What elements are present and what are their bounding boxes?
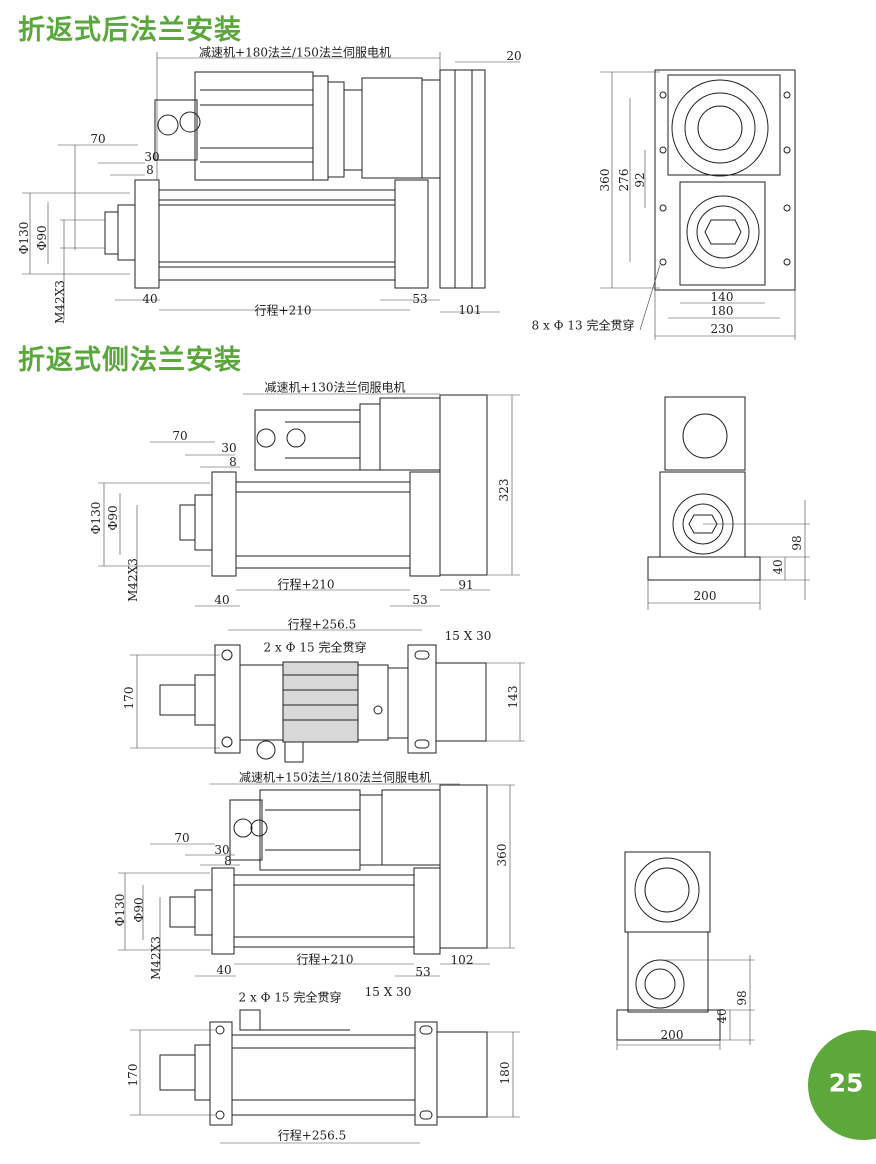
dim-thread: M42X3 [149, 936, 163, 980]
motor-label: 减速机+130法兰伺服电机 [264, 380, 406, 395]
dim-dia130: Ф130 [89, 501, 103, 535]
dim-91: 91 [458, 578, 474, 592]
dim-40: 40 [715, 1008, 729, 1024]
page-number: 25 [828, 1068, 864, 1098]
dim-30: 30 [221, 441, 237, 455]
dim-53: 53 [415, 965, 431, 979]
dim-143: 143 [506, 685, 520, 709]
dim-70: 70 [174, 831, 190, 845]
section-title-side-flange: 折返式侧法兰安装 [18, 345, 242, 376]
dim-53: 53 [412, 593, 428, 607]
dim-stroke-top: 行程+256.5 [287, 617, 357, 632]
dim-170: 170 [126, 1063, 140, 1087]
dim-stroke: 行程+210 [277, 577, 335, 592]
dim-360: 360 [495, 843, 509, 867]
slot-note: 15 X 30 [444, 629, 492, 643]
holes-note: 8 x Ф 13 完全贯穿 [531, 318, 635, 333]
dim-30: 30 [144, 150, 160, 164]
dim-170: 170 [122, 686, 136, 710]
dim-dia130: Ф130 [113, 893, 127, 927]
side-flange-130-top-view [130, 629, 525, 763]
dim-40: 40 [216, 963, 232, 977]
dim-dia90: Ф90 [132, 897, 146, 923]
dim-40: 40 [214, 593, 230, 607]
dim-8: 8 [146, 163, 154, 177]
dim-8: 8 [224, 854, 232, 868]
dim-323: 323 [497, 478, 511, 502]
dim-92: 92 [633, 172, 647, 188]
dim-70: 70 [172, 429, 188, 443]
dim-200: 200 [660, 1028, 684, 1042]
section-title-rear-flange: 折返式后法兰安装 [18, 15, 242, 46]
dim-360: 360 [598, 168, 612, 192]
side-flange-150-top-view [130, 1009, 520, 1144]
dim-stroke: 行程+210 [296, 952, 354, 967]
dim-dia90: Ф90 [35, 225, 49, 251]
dim-dia130: Ф130 [17, 221, 31, 255]
side-flange-150-end-view [616, 851, 755, 1050]
side-flange-150-side-view [118, 783, 515, 977]
dim-dia90: Ф90 [106, 505, 120, 531]
dim-20: 20 [506, 49, 522, 63]
side-flange-130-side-view [98, 393, 520, 607]
dim-102: 102 [450, 953, 474, 967]
dim-40: 40 [771, 559, 785, 575]
dim-98: 98 [790, 535, 804, 551]
dim-70: 70 [90, 132, 106, 146]
side-flange-130-end-view [647, 396, 810, 610]
dim-stroke: 行程+210 [254, 303, 312, 318]
dim-180: 180 [498, 1061, 512, 1085]
dim-180: 180 [710, 304, 734, 318]
dim-140: 140 [710, 290, 734, 304]
dim-thread: M42X3 [126, 558, 140, 602]
dim-40: 40 [142, 292, 158, 306]
slot-note: 15 X 30 [364, 985, 412, 999]
dim-230: 230 [710, 322, 734, 336]
rear-flange-side-view [22, 52, 520, 320]
dim-30: 30 [214, 843, 230, 857]
holes-note: 2 x Ф 15 完全贯穿 [238, 990, 342, 1005]
dim-stroke-top: 行程+256.5 [277, 1128, 347, 1143]
dim-98: 98 [735, 990, 749, 1006]
dim-thread: M42X3 [53, 280, 67, 324]
dim-101: 101 [458, 303, 482, 317]
dim-200: 200 [693, 589, 717, 603]
motor-label: 减速机+150法兰/180法兰伺服电机 [239, 770, 431, 785]
dim-8: 8 [229, 455, 237, 469]
dim-53: 53 [412, 292, 428, 306]
holes-note: 2 x Ф 15 完全贯穿 [263, 640, 367, 655]
dim-276: 276 [617, 168, 631, 192]
rear-flange-end-view [600, 69, 796, 340]
motor-label: 减速机+180法兰/150法兰伺服电机 [199, 45, 391, 60]
